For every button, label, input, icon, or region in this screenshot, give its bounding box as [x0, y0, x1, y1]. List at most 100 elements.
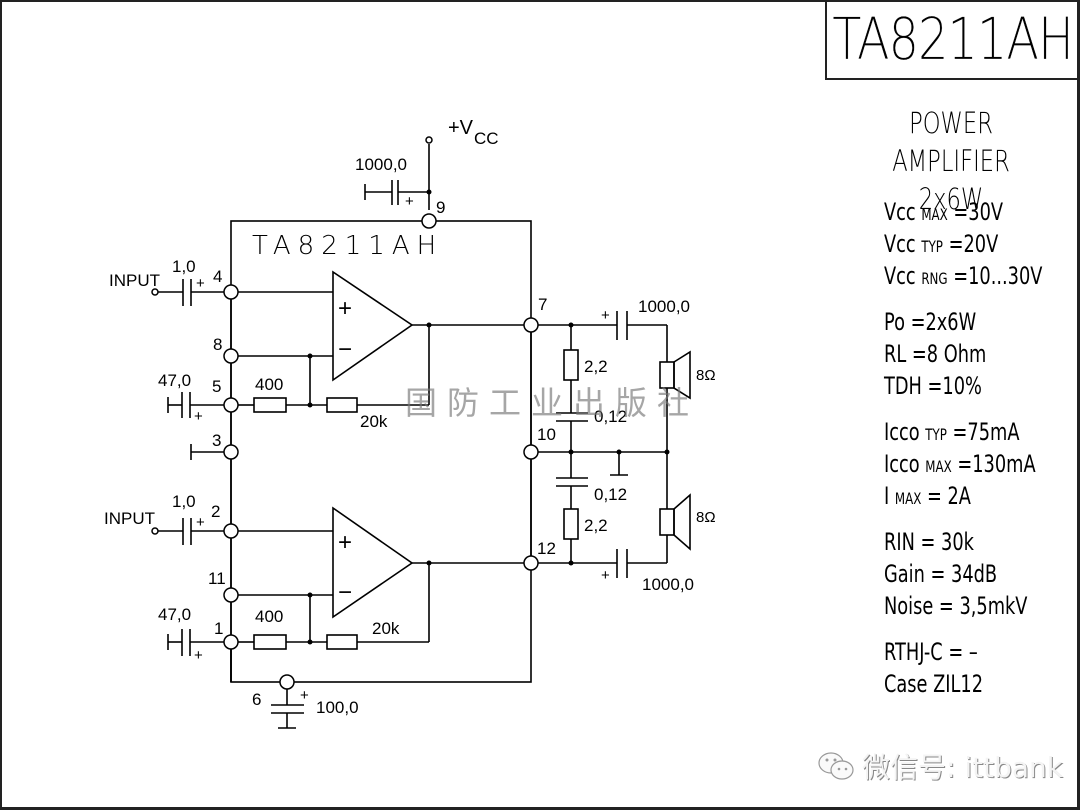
spec-row: Vcc TYP =20V: [884, 228, 1025, 260]
pin-12: [523, 555, 539, 571]
spec-value: =30V: [953, 198, 1004, 226]
spec-name: Case: [884, 670, 928, 698]
spec-row: TDH =10%: [884, 370, 1025, 402]
spec-qualifier: TYP: [925, 425, 947, 444]
pin-5-label: 5: [212, 377, 221, 396]
spec-row: RIN = 30k: [884, 526, 1025, 558]
spec-row: Vcc RNG =10...30V: [884, 260, 1042, 292]
spec-name: Po: [884, 308, 905, 336]
wechat-id: 微信号: ittbank: [862, 751, 1063, 784]
spec-value: ZIL12: [933, 670, 984, 698]
spec-value: = 2A: [926, 482, 971, 510]
plus-sign: +: [601, 567, 610, 584]
r-zob2-value: 2,2: [584, 516, 608, 535]
r-fb1-value: 20k: [360, 412, 388, 431]
c-fb2-value: 47,0: [158, 605, 191, 624]
vcc-subscript: CC: [474, 129, 499, 148]
description: POWER AMPLIFIER 2x6W: [855, 104, 1047, 218]
spec-value: = 34dB: [930, 560, 998, 588]
spec-name: RTHJ-C: [884, 638, 943, 666]
plus-sign: +: [196, 275, 205, 292]
spec-value: =2x6W: [910, 308, 977, 336]
plus-sign: +: [194, 647, 203, 664]
spec-row: I MAX = 2A: [884, 480, 1025, 512]
spec-value: = –: [948, 638, 978, 666]
spec-name: Vcc: [884, 198, 916, 226]
pin-11-label: 11: [208, 569, 226, 588]
spec-value: =75mA: [952, 418, 1020, 446]
speaker2-coil: [659, 508, 675, 536]
pin-4-label: 4: [213, 267, 222, 286]
junction: [307, 402, 313, 408]
opamp-2: [332, 506, 414, 619]
c-out1-value: 1000,0: [638, 297, 690, 316]
spec-row: Noise = 3,5mkV: [884, 590, 1028, 622]
plus-sign: +: [196, 514, 205, 531]
plus-sign: +: [300, 687, 309, 704]
pin-2-label: 2: [211, 502, 220, 521]
input1-label: INPUT: [109, 271, 160, 290]
pin-10-label: 10: [537, 425, 556, 444]
speaker2-impedance: 8Ω: [696, 509, 716, 526]
spec-qualifier: MAX: [925, 457, 952, 476]
pin-1-label: 1: [214, 619, 223, 638]
spec-name: Gain: [884, 560, 925, 588]
r-in1-value: 400: [255, 375, 283, 394]
spec-qualifier: TYP: [921, 237, 943, 256]
wechat-watermark: 微信号: ittbank: [816, 746, 1063, 786]
spec-qualifier: MAX: [894, 489, 922, 508]
c-ripple-value: 100,0: [316, 698, 359, 717]
spec-gap: [884, 622, 1074, 636]
spec-row: Gain = 34dB: [884, 558, 1025, 590]
spec-name: I: [884, 482, 890, 510]
spec-value: = 3,5mkV: [938, 592, 1028, 620]
spec-name: Icco: [884, 450, 920, 478]
pin-7: [523, 317, 539, 333]
pin-4: [223, 284, 239, 300]
opamp1-plus: +: [338, 295, 352, 322]
plus-sign: +: [194, 408, 203, 425]
spec-qualifier: MAX: [921, 205, 948, 224]
speaker2-cone: [673, 493, 691, 551]
opamp1-minus: −: [338, 336, 352, 363]
resistor-zobel2: [563, 508, 579, 540]
vcc-label: +V: [448, 117, 474, 139]
spec-row: Case ZIL12: [884, 668, 1025, 700]
input2-label: INPUT: [104, 509, 155, 528]
spec-gap: [884, 292, 1074, 306]
pin-8-label: 8: [213, 335, 222, 354]
resistor-r-in2: [253, 634, 287, 650]
wechat-icon: [818, 752, 854, 780]
spec-name: Vcc: [884, 262, 916, 290]
description-line-1: POWER AMPLIFIER: [892, 106, 1010, 178]
plus-sign: +: [405, 193, 414, 210]
spec-gap: [884, 512, 1074, 526]
plus-sign: +: [601, 307, 610, 324]
spec-name: Icco: [884, 418, 920, 446]
spec-value: = 30k: [920, 528, 974, 556]
c-zob2-value: 0,12: [594, 485, 627, 504]
c-in1-value: 1,0: [172, 257, 196, 276]
resistor-zobel1: [563, 349, 579, 381]
input2-terminal: [151, 527, 159, 535]
c-zob1-value: 0,12: [594, 407, 627, 426]
opamp2-minus: −: [338, 579, 352, 606]
spec-value: =130mA: [957, 450, 1036, 478]
pin-9: [421, 213, 437, 229]
r-fb2-value: 20k: [372, 619, 400, 638]
junction: [426, 189, 432, 195]
spec-value: =10%: [927, 372, 982, 400]
pin-2: [223, 523, 239, 539]
description-line-2: 2x6W: [918, 182, 984, 216]
spec-name: Noise: [884, 592, 934, 620]
spec-row: Icco TYP =75mA: [884, 416, 1025, 448]
spec-name: TDH: [884, 372, 922, 400]
vcc-terminal: [425, 136, 433, 144]
opamp2-plus: +: [338, 529, 352, 556]
c-fb1-value: 47,0: [158, 371, 191, 390]
opamp-1: [332, 270, 414, 382]
spec-value: =10...30V: [953, 262, 1043, 290]
